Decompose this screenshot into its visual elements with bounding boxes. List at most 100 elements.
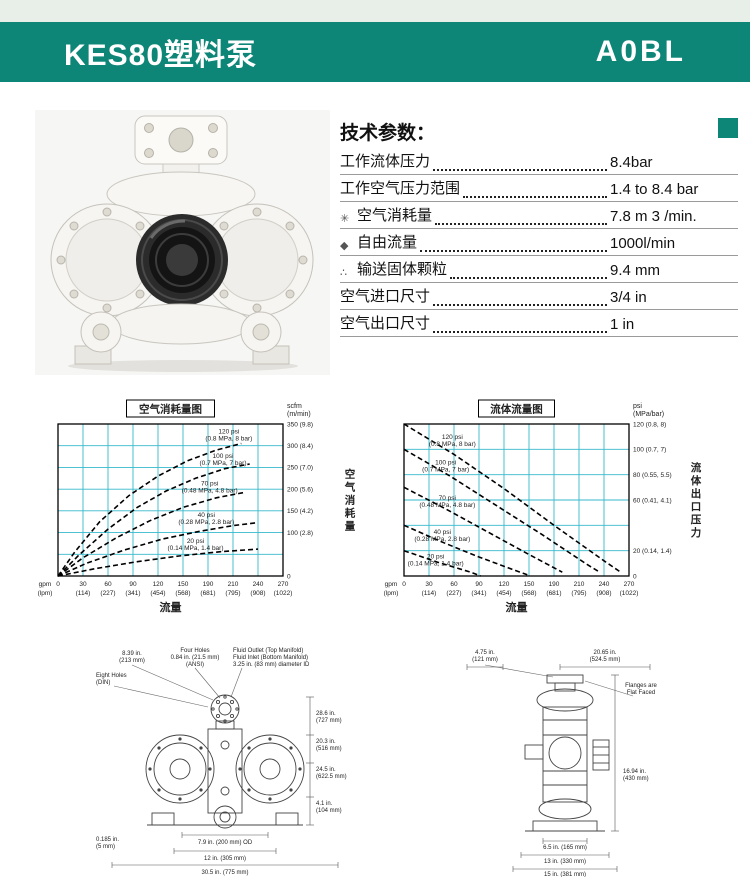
dotted-leader — [450, 265, 607, 279]
y-axis-labels: 120 (0.8, 8) 100 (0.7, 7) 80 (0.55, 5.5) 60… — [633, 403, 672, 580]
dotted-leader — [433, 292, 607, 306]
droplet-icon: ◆ — [340, 240, 349, 252]
svg-text:(341): (341) — [125, 590, 140, 597]
svg-text:100 (0.7, 7): 100 (0.7, 7) — [633, 447, 666, 454]
svg-text:口: 口 — [691, 501, 702, 513]
spec-value: 1 in — [610, 316, 635, 333]
svg-text:(908): (908) — [596, 590, 611, 597]
dim-side-b1: 6.5 in. (165 mm) — [543, 845, 587, 851]
spec-label: 空气出口尺寸 — [340, 315, 431, 332]
svg-text:(lpm): (lpm) — [38, 590, 53, 597]
dim-bottom-2: 12 in. (305 mm) — [204, 856, 246, 862]
header: KES80塑料泵 A0BL — [0, 22, 750, 82]
svg-text:耗: 耗 — [345, 507, 356, 520]
svg-text:(5 mm): (5 mm) — [96, 844, 115, 850]
svg-text:(0.48 MPa, 4.8 bar): (0.48 MPa, 4.8 bar) — [419, 502, 475, 509]
svg-text:70 psi: 70 psi — [439, 495, 456, 502]
svg-text:100 psi: 100 psi — [435, 460, 456, 467]
spec-label: 工作空气压力范围 — [340, 180, 461, 197]
dim-width-top: 8.39 in. — [122, 651, 142, 657]
svg-text:(681): (681) — [546, 590, 561, 597]
dotted-leader — [420, 238, 607, 252]
flanges-note: Flanges are — [625, 683, 657, 689]
pump-photo-illustration — [35, 110, 330, 375]
svg-text:(0.48 MPa, 4.8 bar): (0.48 MPa, 4.8 bar) — [182, 488, 238, 495]
front-view-drawing-svg: 8.39 in. (213 mm) Four Holes 0.84 in. (2… — [96, 648, 347, 876]
svg-text:3.25 in. (83 mm) diameter ID: 3.25 in. (83 mm) diameter ID — [233, 662, 310, 668]
svg-text:210: 210 — [574, 581, 585, 588]
svg-text:120 psi: 120 psi — [218, 429, 239, 436]
svg-text:(0.14 MPa, 1.4 bar): (0.14 MPa, 1.4 bar) — [168, 545, 224, 552]
specs-heading: 技术参数： — [340, 123, 436, 144]
dotted-leader — [463, 184, 607, 198]
dim-height-4: 4.1 in. — [316, 801, 333, 807]
svg-text:(0.28 MPa, 2.8 bar): (0.28 MPa, 2.8 bar) — [414, 536, 470, 543]
specs-heading-row: 技术参数： — [340, 118, 738, 148]
y-axis-labels: 350 (9.8)300 (8.4)250 (7.0)200 (5.6)150 … — [287, 403, 313, 580]
leader-lines — [113, 664, 243, 708]
svg-text:(227): (227) — [100, 590, 115, 597]
spec-value: 8.4bar — [610, 154, 653, 171]
svg-text:190: 190 — [549, 581, 560, 588]
svg-text:(lpm): (lpm) — [384, 590, 399, 597]
dotted-leader — [433, 319, 607, 333]
chart-series: 120 psi(0.8 MPa, 8 bar)100 psi(0.7 MPa, … — [57, 429, 259, 577]
spec-row: 工作流体压力 8.4bar — [340, 148, 738, 175]
svg-text:力: 力 — [691, 526, 702, 539]
svg-text:(622.5 mm): (622.5 mm) — [316, 774, 347, 780]
svg-text:0: 0 — [402, 581, 406, 588]
four-holes-note: Four Holes — [180, 648, 209, 654]
chart-grid — [403, 423, 630, 577]
svg-text:30: 30 — [425, 581, 433, 588]
side-view-drawing-svg: 4.75 in. (121 mm) 20.65 in. (524.5 mm) F… — [466, 650, 658, 878]
svg-text:(430 mm): (430 mm) — [623, 776, 649, 782]
svg-text:gpm: gpm — [39, 581, 52, 588]
svg-text:120 (0.8, 8): 120 (0.8, 8) — [633, 421, 666, 428]
particles-icon: ∴ — [340, 267, 347, 279]
dimension-lines — [111, 696, 339, 868]
y-axis-title: 空气消耗量 — [344, 468, 356, 533]
svg-text:60: 60 — [104, 581, 112, 588]
svg-text:空: 空 — [345, 468, 356, 481]
svg-text:100 (2.8): 100 (2.8) — [287, 530, 313, 537]
spec-row: 工作空气压力范围 1.4 to 8.4 bar — [340, 175, 738, 202]
dim-bottom-3: 30.5 in. (775 mm) — [201, 870, 248, 876]
svg-text:(454): (454) — [150, 590, 165, 597]
svg-text:(0.7 MPa, 7 bar): (0.7 MPa, 7 bar) — [422, 467, 469, 474]
svg-text:270: 270 — [278, 581, 289, 588]
chart-title: 空气消耗量图 — [126, 399, 215, 418]
spec-value: 1000l/min — [610, 235, 676, 252]
svg-text:80 (0.55, 5.5): 80 (0.55, 5.5) — [633, 472, 672, 479]
spec-value: 1.4 to 8.4 bar — [610, 181, 699, 198]
spec-label: 工作流体压力 — [340, 153, 431, 170]
svg-text:200 (5.6): 200 (5.6) — [287, 486, 313, 493]
svg-text:40 psi: 40 psi — [198, 512, 215, 519]
svg-text:240: 240 — [253, 581, 264, 588]
svg-text:scfm: scfm — [287, 403, 302, 410]
svg-text:gpm: gpm — [385, 581, 398, 588]
svg-text:(454): (454) — [496, 590, 511, 597]
svg-text:60 (0.41, 4.1): 60 (0.41, 4.1) — [633, 497, 672, 504]
svg-text:体: 体 — [691, 474, 702, 487]
dim-side-b2: 13 in. (330 mm) — [544, 859, 586, 865]
svg-text:出: 出 — [691, 487, 702, 500]
svg-text:流量: 流量 — [160, 600, 182, 614]
svg-text:(227): (227) — [446, 590, 461, 597]
svg-text:40 psi: 40 psi — [434, 529, 451, 536]
svg-text:(0.14 MPa, 1.4 bar): (0.14 MPa, 1.4 bar) — [408, 560, 464, 567]
svg-text:(568): (568) — [175, 590, 190, 597]
svg-text:(524.5 mm): (524.5 mm) — [590, 657, 621, 663]
svg-text:(114): (114) — [76, 590, 91, 597]
dimension-drawing-side: 4.75 in. (121 mm) 20.65 in. (524.5 mm) F… — [455, 645, 675, 878]
dotted-leader — [435, 211, 607, 225]
pump-side-outline — [524, 674, 610, 832]
svg-text:流量: 流量 — [506, 600, 528, 614]
svg-text:(727 mm): (727 mm) — [316, 718, 342, 724]
model-code: A0BL — [595, 35, 686, 68]
